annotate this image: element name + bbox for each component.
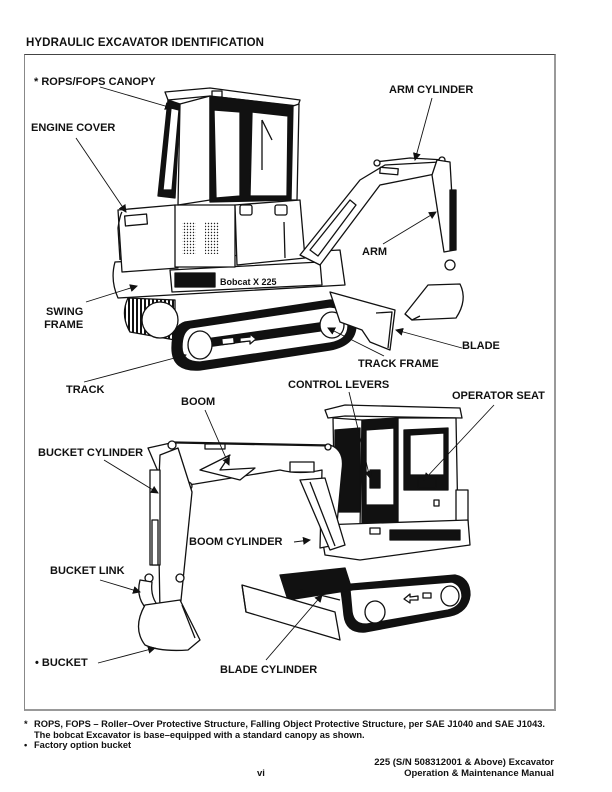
label-operator-seat: OPERATOR SEAT [452, 390, 545, 402]
label-track-frame: TRACK FRAME [358, 358, 439, 370]
footnote-rops: * ROPS, FOPS – Roller–Over Protective St… [24, 719, 564, 740]
leader-bucket [97, 645, 156, 664]
leader-track [83, 352, 187, 383]
leader-boom-cylinder [293, 536, 311, 545]
label-swing-frame-line1: SWING [46, 306, 84, 318]
leader-engine-cover [75, 137, 127, 213]
upper-excavator: Bobcat X 225 [112, 87, 464, 371]
label-control-levers: CONTROL LEVERS [288, 379, 390, 391]
leader-bucket-cylinder [103, 459, 159, 494]
lower-bucket [137, 599, 201, 652]
label-arm: ARM [362, 246, 388, 258]
figure-frame [24, 54, 556, 711]
upper-bucket [404, 283, 464, 321]
label-bucket: • BUCKET [35, 657, 88, 669]
footnote-rops-text: ROPS, FOPS – Roller–Over Protective Stru… [34, 719, 545, 740]
label-engine-cover: ENGINE COVER [31, 122, 116, 134]
leader-bucket-link [99, 579, 141, 594]
upper-canopy [157, 87, 301, 206]
label-arm-cylinder: ARM CYLINDER [389, 84, 474, 96]
leader-arm [382, 211, 437, 245]
label-bucket-link: BUCKET LINK [50, 565, 125, 577]
leader-boom [204, 409, 230, 466]
leader-blade [395, 327, 463, 349]
label-rops-fops-canopy: * ROPS/FOPS CANOPY [34, 76, 156, 88]
label-boom: BOOM [181, 396, 216, 408]
leader-track-frame [327, 327, 385, 357]
page-title: HYDRAULIC EXCAVATOR IDENTIFICATION [26, 37, 265, 49]
upper-blade [329, 291, 396, 351]
footnote-bucket: • Factory option bucket [24, 740, 564, 751]
label-track: TRACK [66, 384, 105, 396]
label-boom-cylinder: BOOM CYLINDER [189, 536, 283, 548]
upper-engine-cover [117, 204, 179, 273]
footnotes: * ROPS, FOPS – Roller–Over Protective St… [24, 719, 564, 751]
footer-line2: Operation & Maintenance Manual [404, 768, 554, 779]
footnote-bucket-text: Factory option bucket [34, 740, 132, 750]
lower-track [279, 567, 471, 633]
lower-excavator [137, 404, 471, 652]
machine-decal: Bobcat X 225 [220, 277, 277, 287]
lower-arm [144, 447, 193, 613]
label-blade: BLADE [462, 340, 500, 352]
leader-rops-fops-canopy [99, 86, 173, 110]
label-swing-frame: SWING FRAME [44, 306, 83, 332]
footnote-asterisk: * [24, 719, 28, 729]
footnote-bullet: • [24, 740, 28, 750]
leader-lines [75, 86, 495, 664]
upper-track-rear [123, 297, 179, 341]
page-number: vi [257, 768, 265, 779]
upper-track-main [171, 299, 357, 371]
leader-operator-seat [423, 404, 495, 481]
lower-cab [324, 404, 469, 535]
leader-control-levers [348, 391, 373, 479]
footer-manual-title: 225 (S/N 508312001 & Above) Excavator Op… [374, 757, 554, 779]
footer-line1: 225 (S/N 508312001 & Above) Excavator [374, 757, 554, 768]
leader-swing-frame [85, 284, 138, 303]
leader-blade-cylinder [265, 594, 323, 661]
upper-arm [431, 159, 457, 271]
leader-arm-cylinder [412, 97, 433, 161]
label-bucket-cylinder: BUCKET CYLINDER [38, 447, 144, 459]
label-swing-frame-line2: FRAME [44, 319, 84, 331]
label-blade-cylinder: BLADE CYLINDER [220, 664, 318, 676]
